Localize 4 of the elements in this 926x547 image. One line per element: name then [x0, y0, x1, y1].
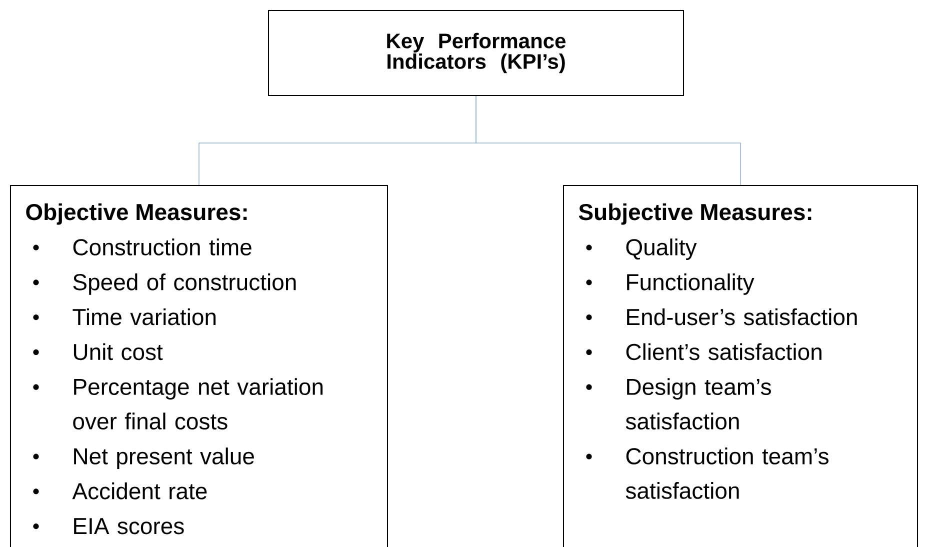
connector-line — [476, 96, 741, 186]
measures-box: Objective Measures: Construction time Speed of construction Time variation Unit cost Percentage net variation over final costs Net present value Accident rate EIA scores — [10, 185, 388, 547]
measures-box: Subjective Measures: Quality Functionality End-user’s satisfaction Client’s satisfaction Design team’s satisfaction Construction team’s satisfaction — [563, 185, 918, 547]
title-box: Key Performance Indicators (KPI’s) — [268, 10, 684, 96]
